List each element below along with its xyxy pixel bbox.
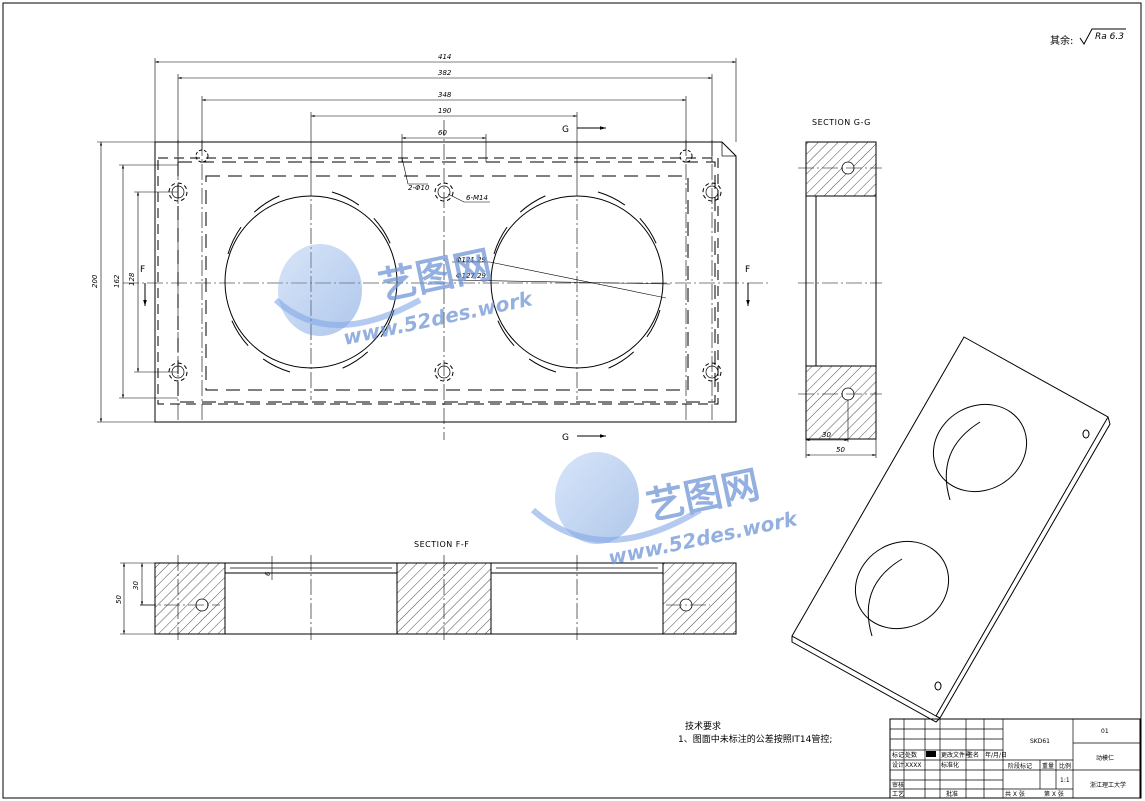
svg-text:阶段标记: 阶段标记 xyxy=(1008,762,1032,770)
svg-text:SKD61: SKD61 xyxy=(1030,738,1050,745)
roughness-symbol: 其余: Ra 6.3 xyxy=(1050,28,1126,47)
svg-text:年/月/日: 年/月/日 xyxy=(985,751,1007,759)
section-ff: SECTION F-F 50 30 6 xyxy=(115,540,737,640)
svg-text:标准化: 标准化 xyxy=(941,761,959,769)
svg-text:200: 200 xyxy=(91,274,99,288)
bore-right xyxy=(490,195,664,369)
svg-text:批准: 批准 xyxy=(946,790,958,798)
svg-text:SECTION F-F: SECTION F-F xyxy=(414,540,469,549)
svg-text:128: 128 xyxy=(128,272,136,286)
svg-text:G: G xyxy=(562,433,569,443)
svg-text:2-Φ10: 2-Φ10 xyxy=(408,184,430,192)
svg-text:Ra 6.3: Ra 6.3 xyxy=(1095,32,1124,42)
svg-text:30: 30 xyxy=(822,431,831,439)
svg-text:30: 30 xyxy=(132,581,140,590)
svg-text:190: 190 xyxy=(438,107,452,115)
svg-text:6: 6 xyxy=(264,571,272,576)
front-view: 414 382 348 190 60 200 162 128 2-Φ10 xyxy=(91,53,770,443)
svg-text:01: 01 xyxy=(1101,728,1109,735)
svg-text:Φ127.29: Φ127.29 xyxy=(456,272,487,280)
svg-text:348: 348 xyxy=(438,91,452,99)
svg-text:技术要求: 技术要求 xyxy=(685,720,721,732)
svg-text:审核: 审核 xyxy=(892,781,904,789)
svg-text:共 X 张: 共 X 张 xyxy=(1005,790,1025,798)
svg-text:382: 382 xyxy=(438,69,452,77)
svg-text:签名: 签名 xyxy=(967,751,979,759)
watermark-2: 艺图网 www.52des.work xyxy=(531,452,801,570)
svg-text:1:1: 1:1 xyxy=(1060,777,1070,784)
svg-text:处数: 处数 xyxy=(905,751,917,759)
svg-text:50: 50 xyxy=(115,595,123,604)
svg-text:更改文件号: 更改文件号 xyxy=(941,751,971,759)
svg-text:Φ121.29: Φ121.29 xyxy=(456,256,487,264)
svg-text:SECTION G-G: SECTION G-G xyxy=(812,118,871,127)
isometric-view xyxy=(791,336,1111,723)
svg-text:比例: 比例 xyxy=(1059,762,1071,770)
technical-notes: 技术要求 1、图面中未标注的公差按照IT14管控; xyxy=(678,720,832,745)
svg-text:标记: 标记 xyxy=(892,751,904,759)
svg-text:动模仁: 动模仁 xyxy=(1096,754,1114,762)
plate-outline xyxy=(154,141,737,423)
svg-text:G: G xyxy=(562,125,569,135)
svg-text:设计: 设计 xyxy=(892,761,904,769)
svg-text:浙江理工大学: 浙江理工大学 xyxy=(1090,781,1126,789)
svg-text:其余:: 其余: xyxy=(1050,34,1073,47)
title-block: 标记 处数 更改文件号 签名 年/月/日 设计 XXXX 标准化 审核 工艺 批… xyxy=(889,718,1141,799)
svg-text:F: F xyxy=(745,265,750,275)
bore-left xyxy=(224,195,398,369)
watermark-1: 艺图网 www.52des.work xyxy=(273,242,536,350)
svg-text:50: 50 xyxy=(836,446,845,454)
svg-text:F: F xyxy=(140,265,145,275)
svg-text:414: 414 xyxy=(438,53,451,61)
svg-text:第 X 张: 第 X 张 xyxy=(1044,790,1064,798)
svg-text:60: 60 xyxy=(438,129,447,137)
svg-text:工艺: 工艺 xyxy=(892,790,904,798)
svg-text:重量: 重量 xyxy=(1042,762,1054,770)
svg-text:162: 162 xyxy=(113,274,121,288)
section-gg: SECTION G-G 30 50 xyxy=(798,118,882,458)
svg-text:1、图面中未标注的公差按照IT14管控;: 1、图面中未标注的公差按照IT14管控; xyxy=(678,733,832,745)
svg-text:6-M14: 6-M14 xyxy=(466,194,488,202)
svg-text:XXXX: XXXX xyxy=(905,762,921,769)
